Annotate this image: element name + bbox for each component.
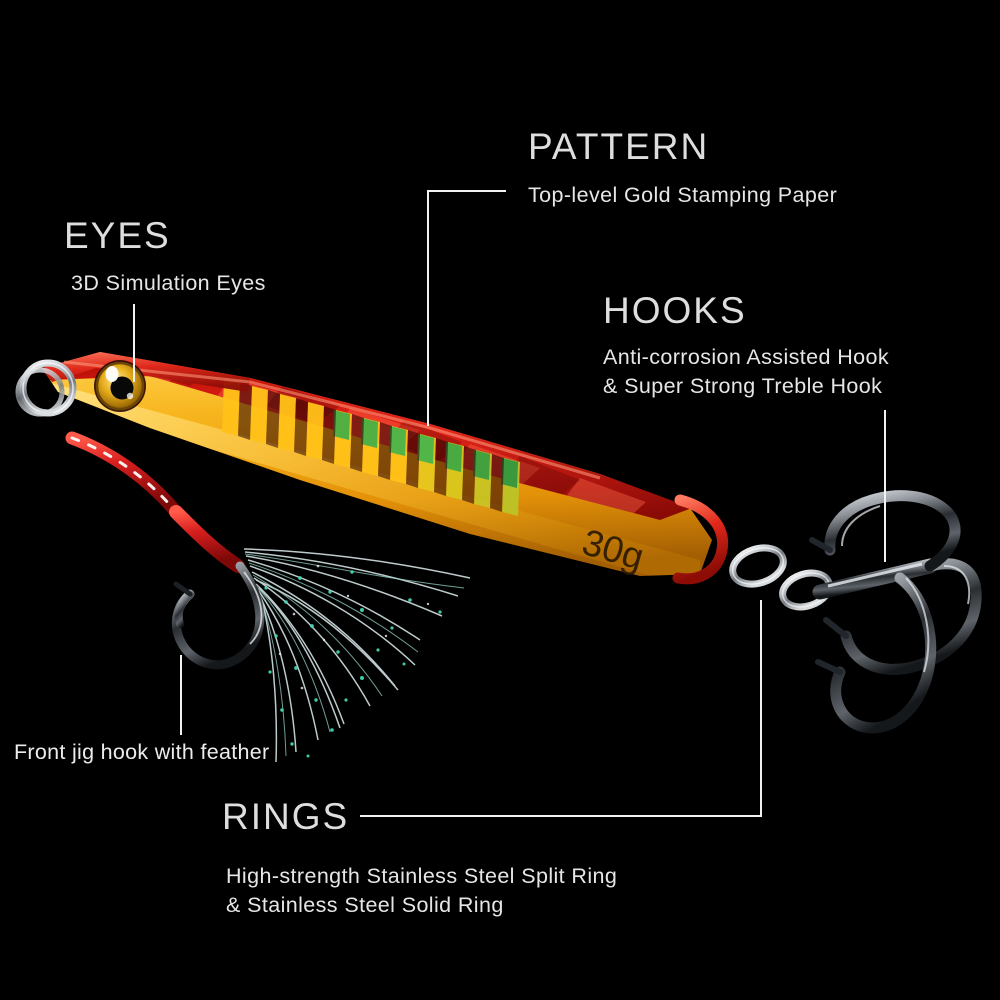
callout-front-hook: Front jig hook with feather	[14, 740, 269, 765]
leader-pattern-horizontal	[427, 190, 506, 192]
leader-rings-vertical	[760, 600, 762, 816]
callout-rings-desc-line2: & Stainless Steel Solid Ring	[226, 892, 504, 917]
callout-hooks-desc-line2: & Super Strong Treble Hook	[603, 373, 883, 398]
leader-hooks	[884, 410, 886, 562]
callout-eyes-title: EYES	[64, 215, 171, 256]
tail-loop	[672, 494, 729, 585]
callout-front-hook-label: Front jig hook with feather	[14, 740, 270, 764]
tail-rings	[729, 544, 833, 611]
callout-rings: RINGS High-strength Stainless Steel Spli…	[222, 798, 617, 919]
callout-pattern-desc: Top-level Gold Stamping Paper	[528, 183, 838, 207]
callout-hooks: HOOKS Anti-corrosion Assisted Hook & Sup…	[603, 292, 889, 400]
lure-eye	[94, 360, 146, 412]
holographic-stripes	[222, 378, 520, 516]
callout-rings-desc-line1: High-strength Stainless Steel Split Ring	[226, 864, 618, 888]
treble-hook	[809, 490, 982, 734]
callout-pattern-title: PATTERN	[528, 126, 710, 167]
callout-eyes: EYES 3D Simulation Eyes	[64, 217, 266, 298]
callout-pattern: PATTERN Top-level Gold Stamping Paper	[528, 128, 837, 210]
callout-rings-title: RINGS	[222, 796, 350, 837]
leader-rings-horizontal	[360, 815, 762, 817]
callout-hooks-desc-line1: Anti-corrosion Assisted Hook	[603, 345, 890, 369]
leader-eyes	[133, 304, 135, 382]
callout-hooks-title: HOOKS	[603, 290, 747, 331]
assist-hook	[65, 431, 265, 670]
nose-split-ring	[15, 359, 77, 417]
leader-front-hook	[180, 655, 182, 735]
feather-skirt	[243, 548, 471, 763]
callout-eyes-desc: 3D Simulation Eyes	[71, 271, 266, 295]
leader-pattern-vertical	[427, 190, 429, 426]
